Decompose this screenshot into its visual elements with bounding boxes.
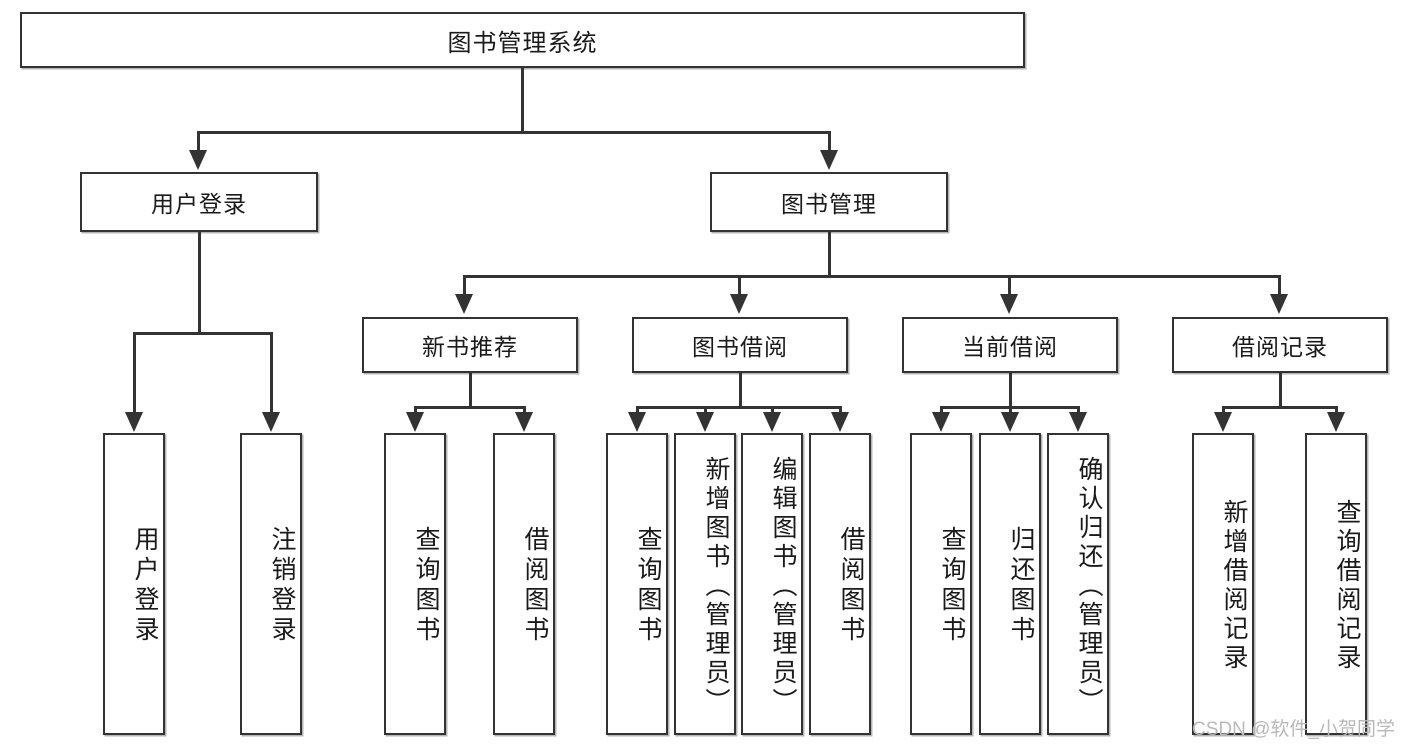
connector-bb-arm-2 [704, 406, 707, 416]
connector-cb-arm-2 [1009, 406, 1012, 416]
connector-level3-bus [463, 275, 1281, 278]
connector-book-borrow-stem [739, 373, 742, 408]
connector-bb-arm-3 [771, 406, 774, 416]
leaf-user-login-logout[interactable]: 注销登录 [240, 433, 302, 735]
connector-to-new-book-recommend [463, 275, 466, 297]
leaf-cb-query-book[interactable]: 查询图书 [910, 433, 972, 735]
arrow-br-leaf-2 [1327, 412, 1345, 432]
arrow-user-login-leaf-2 [262, 412, 280, 432]
node-label: 借阅图书 [837, 526, 865, 646]
arrow-cb-leaf-2 [1001, 412, 1019, 432]
connector-root-stem [521, 68, 524, 133]
leaf-bb-query-book[interactable]: 查询图书 [606, 433, 668, 735]
arrow-to-borrow-record [1270, 294, 1288, 314]
node-label: 图书管理系统 [447, 29, 598, 57]
connector-current-borrow-stem [1009, 373, 1012, 408]
connector-user-login-arm-1 [133, 332, 136, 414]
node-label: 查询借阅记录 [1333, 499, 1361, 673]
node-current-borrow[interactable]: 当前借阅 [902, 317, 1118, 373]
node-label: 图书管理 [781, 191, 877, 217]
connector-book-management-stem [828, 232, 831, 277]
node-label: 新增借阅记录 [1220, 499, 1248, 673]
connector-br-arm-1 [1222, 406, 1225, 416]
node-label: 注销登录 [268, 526, 296, 646]
connector-user-login-stem [198, 232, 201, 334]
leaf-cb-confirm-return-admin[interactable]: 确认归还（管理员） [1047, 433, 1109, 735]
node-label: 用户登录 [151, 191, 247, 217]
connector-nbr-arm-1 [414, 406, 417, 416]
arrow-br-leaf-1 [1214, 412, 1232, 432]
connector-borrow-record-bus [1222, 406, 1338, 409]
connector-br-arm-2 [1335, 406, 1338, 416]
node-root-book-management-system[interactable]: 图书管理系统 [20, 12, 1025, 68]
connector-user-login-arm-2 [270, 332, 273, 414]
node-label: 用户登录 [131, 526, 159, 646]
connector-root-to-book-management [828, 131, 831, 153]
arrow-bb-leaf-1 [628, 412, 646, 432]
arrow-cb-leaf-3 [1069, 412, 1087, 432]
arrow-to-book-borrow [730, 294, 748, 314]
node-label: 借阅记录 [1232, 334, 1328, 360]
connector-bb-arm-4 [839, 406, 842, 416]
node-label: 查询图书 [412, 526, 440, 646]
leaf-bb-add-book-admin[interactable]: 新增图书（管理员） [674, 433, 736, 735]
connector-to-current-borrow [1008, 275, 1011, 297]
arrow-bb-leaf-3 [763, 412, 781, 432]
connector-new-book-recommend-stem [469, 373, 472, 408]
node-book-management[interactable]: 图书管理 [710, 172, 948, 232]
arrow-nbr-leaf-1 [406, 412, 424, 432]
node-borrow-record[interactable]: 借阅记录 [1172, 317, 1388, 373]
arrow-bb-leaf-4 [831, 412, 849, 432]
node-label: 新书推荐 [422, 334, 518, 360]
leaf-br-query-record[interactable]: 查询借阅记录 [1305, 433, 1367, 735]
arrow-to-new-book-recommend [455, 294, 473, 314]
arrow-root-to-user-login [189, 150, 207, 170]
node-label: 当前借阅 [962, 334, 1058, 360]
arrow-cb-leaf-1 [932, 412, 950, 432]
connector-root-bus [197, 131, 831, 134]
connector-bb-arm-1 [636, 406, 639, 416]
connector-user-login-bus [133, 332, 273, 335]
arrow-bb-leaf-2 [696, 412, 714, 432]
connector-nbr-arm-2 [523, 406, 526, 416]
connector-new-book-recommend-bus [414, 406, 526, 409]
leaf-nbr-borrow-book[interactable]: 借阅图书 [493, 433, 555, 735]
connector-cb-arm-3 [1077, 406, 1080, 416]
node-book-borrow[interactable]: 图书借阅 [632, 317, 848, 373]
leaf-br-add-record[interactable]: 新增借阅记录 [1192, 433, 1254, 735]
node-label: 借阅图书 [521, 526, 549, 646]
leaf-cb-return-book[interactable]: 归还图书 [979, 433, 1041, 735]
node-label: 编辑图书（管理员） [769, 455, 797, 717]
arrow-user-login-leaf-1 [125, 412, 143, 432]
connector-book-borrow-bus [636, 406, 842, 409]
arrow-root-to-book-management [820, 150, 838, 170]
arrow-to-current-borrow [1000, 294, 1018, 314]
node-label: 确认归还（管理员） [1075, 455, 1103, 717]
connector-to-borrow-record [1278, 275, 1281, 297]
leaf-nbr-query-book[interactable]: 查询图书 [384, 433, 446, 735]
csdn-watermark: CSDN @软件_小贺同学 [1192, 719, 1395, 740]
node-new-book-recommend[interactable]: 新书推荐 [362, 317, 578, 373]
node-label: 归还图书 [1007, 526, 1035, 646]
connector-borrow-record-stem [1279, 373, 1282, 408]
leaf-user-login-login[interactable]: 用户登录 [103, 433, 165, 735]
node-label: 查询图书 [938, 526, 966, 646]
node-label: 图书借阅 [692, 334, 788, 360]
connector-root-to-user-login [197, 131, 200, 153]
node-user-login[interactable]: 用户登录 [80, 172, 318, 232]
leaf-bb-edit-book-admin[interactable]: 编辑图书（管理员） [741, 433, 803, 735]
connector-to-book-borrow [738, 275, 741, 297]
node-label: 新增图书（管理员） [702, 455, 730, 717]
connector-cb-arm-1 [940, 406, 943, 416]
node-label: 查询图书 [634, 526, 662, 646]
arrow-nbr-leaf-2 [515, 412, 533, 432]
leaf-bb-borrow-book[interactable]: 借阅图书 [809, 433, 871, 735]
